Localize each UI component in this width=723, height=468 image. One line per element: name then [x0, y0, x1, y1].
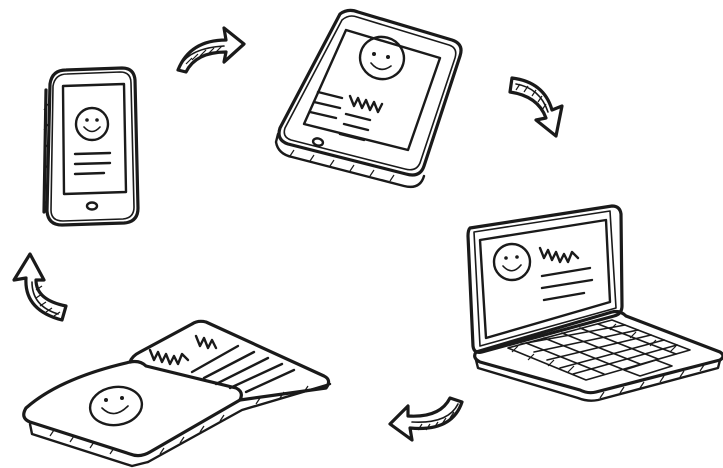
book-face-icon: [88, 384, 145, 429]
laptop-face-icon: [494, 244, 530, 280]
arrow-phone-to-tablet: [178, 28, 244, 72]
tablet-screen: [304, 30, 440, 150]
open-book-sketch: [24, 321, 330, 466]
smartphone-sketch: [44, 68, 138, 225]
arrow-laptop-to-book: [390, 398, 462, 440]
laptop-sketch: [468, 206, 723, 401]
arrow-book-to-phone: [14, 254, 66, 320]
tablet-sketch: [276, 10, 461, 186]
smartphone-face-icon: [76, 108, 108, 140]
arrow-tablet-to-laptop: [510, 78, 562, 136]
smartphone-home-button: [87, 203, 97, 210]
laptop-screen: [480, 220, 610, 338]
